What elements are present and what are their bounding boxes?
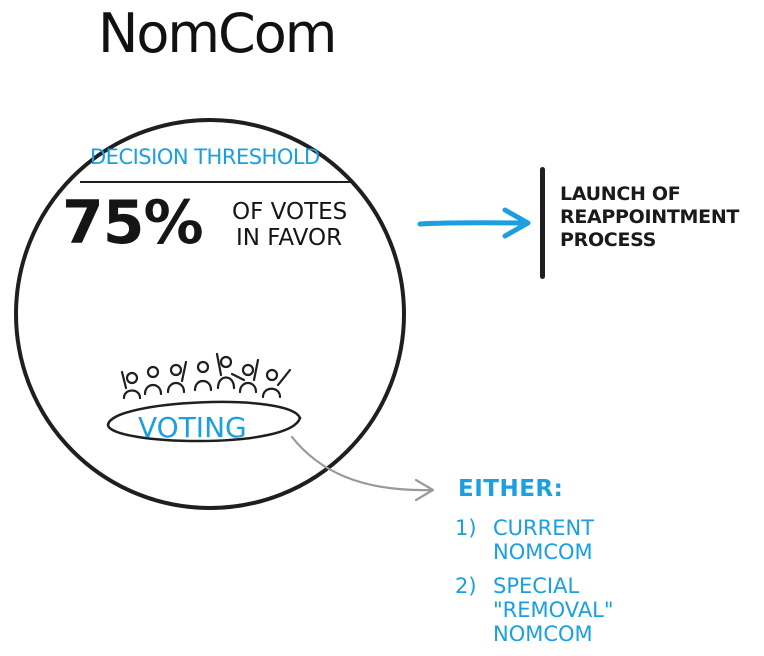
option-text: Current NomCom [493, 516, 594, 564]
option-line: Special [493, 574, 580, 598]
option-item: 2) Special "Removal" NomCom [455, 574, 614, 646]
voting-label: Voting [138, 411, 247, 444]
either-options-list: 1) Current NomCom 2) Special "Removal" N… [455, 516, 614, 656]
votes-line-1: of Votes [232, 199, 348, 225]
option-line: NomCom [493, 622, 593, 646]
option-line: "Removal" [493, 598, 614, 622]
diagram-title: NomCom [98, 2, 337, 65]
outcome-divider-bar [540, 167, 545, 279]
outcome-text: Launch of Reappointment Process [560, 183, 739, 252]
threshold-percent: 75% [62, 188, 204, 258]
option-text: Special "Removal" NomCom [493, 574, 614, 646]
outcome-line-3: Process [560, 229, 657, 251]
option-line: NomCom [493, 540, 593, 564]
voting-people-icon [106, 352, 302, 443]
outcome-arrow [417, 207, 531, 239]
outcome-line-1: Launch of [560, 183, 681, 205]
voting-connector-arrow [290, 435, 435, 502]
votes-in-favor-text: of Votes in Favor [232, 199, 347, 251]
divider-line [80, 181, 352, 183]
decision-threshold-label: Decision Threshold [90, 145, 320, 169]
nomcom-circle [14, 118, 406, 510]
votes-line-2: in Favor [236, 225, 343, 251]
option-line: Current [493, 516, 595, 540]
either-title: Either: [458, 476, 564, 502]
outcome-line-2: Reappointment [560, 206, 740, 228]
option-item: 1) Current NomCom [455, 516, 614, 564]
option-number: 2) [455, 574, 477, 598]
option-number: 1) [455, 516, 477, 540]
